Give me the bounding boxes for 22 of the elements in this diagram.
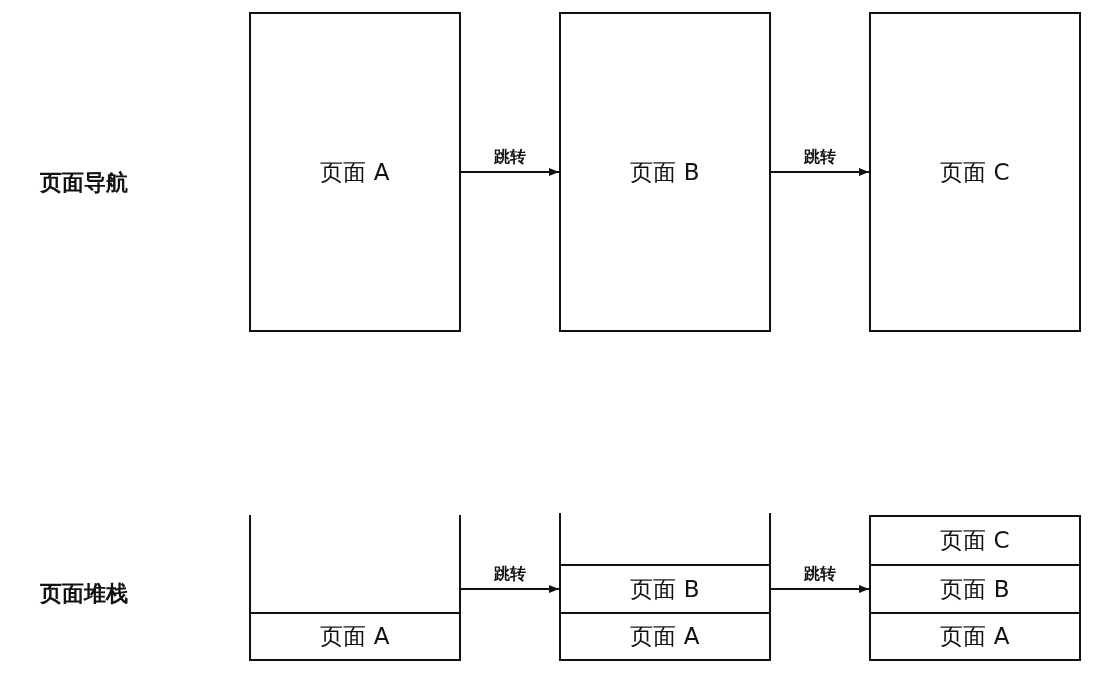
stack-container: [869, 515, 1081, 661]
edge-label: 跳转: [494, 563, 526, 585]
row-heading: 页面导航: [40, 169, 128, 197]
page-box: 页面 A: [249, 12, 461, 332]
stack-container: [559, 513, 771, 661]
row-heading: 页面堆栈: [40, 580, 128, 608]
edge-label: 跳转: [804, 146, 836, 168]
page-cell: 页面 B: [561, 564, 769, 612]
edge-label: 跳转: [494, 146, 526, 168]
arrow: [770, 168, 870, 176]
arrow: [460, 168, 560, 176]
page-cell: 页面 B: [871, 564, 1079, 612]
edge-label: 跳转: [804, 563, 836, 585]
page-cell: 页面 A: [871, 612, 1079, 659]
page-box: 页面 B: [559, 12, 771, 332]
page-cell: 页面 A: [251, 612, 459, 659]
page-cell: 页面 A: [561, 612, 769, 659]
stack-container: [249, 515, 461, 661]
page-box: 页面 C: [869, 12, 1081, 332]
arrow: [770, 585, 870, 593]
page-cell: 页面 C: [871, 517, 1079, 564]
arrow: [460, 585, 560, 593]
